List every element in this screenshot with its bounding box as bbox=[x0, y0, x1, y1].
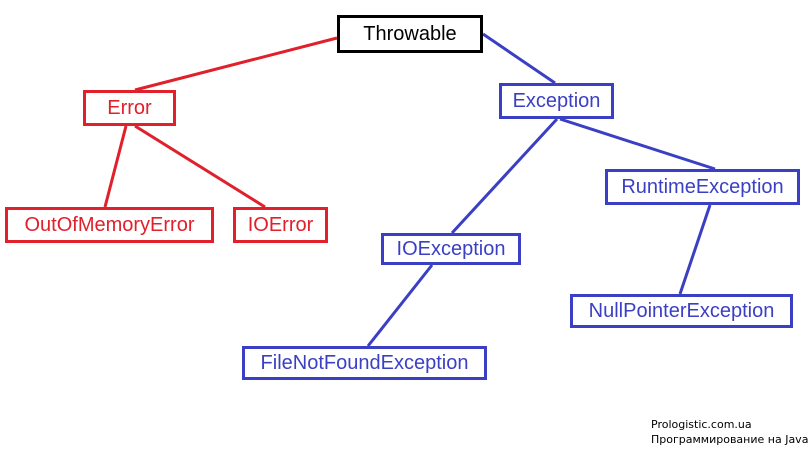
edge-exception-ioexception bbox=[450, 117, 559, 235]
node-exception: Exception bbox=[499, 83, 614, 119]
node-nullpointerexception: NullPointerException bbox=[570, 294, 793, 328]
node-filenotfoundexception-label: FileNotFoundException bbox=[260, 352, 469, 374]
node-throwable: Throwable bbox=[337, 15, 483, 53]
watermark-site: Prologistic.com.ua bbox=[651, 418, 752, 431]
node-ioexception-label: IOException bbox=[396, 238, 506, 260]
node-ioerror-label: IOError bbox=[247, 214, 314, 236]
edge-runtimeexception-nullpointerexception bbox=[678, 204, 712, 295]
node-runtimeexception-label: RuntimeException bbox=[621, 176, 784, 198]
node-ioexception: IOException bbox=[381, 233, 521, 265]
node-nullpointerexception-label: NullPointerException bbox=[588, 300, 775, 322]
edge-exception-runtimeexception bbox=[559, 117, 716, 171]
node-filenotfoundexception: FileNotFoundException bbox=[242, 346, 487, 380]
node-exception-label: Exception bbox=[512, 90, 601, 112]
node-outofmemoryerror: OutOfMemoryError bbox=[5, 207, 214, 243]
node-ioerror: IOError bbox=[233, 207, 328, 243]
watermark-subtitle: Программирование на Java bbox=[651, 433, 809, 446]
node-runtimeexception: RuntimeException bbox=[605, 169, 800, 205]
node-error-label: Error bbox=[107, 97, 152, 119]
edge-error-ioerror bbox=[134, 124, 266, 209]
edge-ioexception-filenotfoundexception bbox=[366, 264, 434, 347]
edge-throwable-error bbox=[134, 36, 338, 92]
node-error: Error bbox=[83, 90, 176, 126]
edge-throwable-exception bbox=[482, 32, 556, 85]
edge-error-outofmemoryerror bbox=[103, 125, 128, 208]
node-throwable-label: Throwable bbox=[363, 23, 457, 45]
node-outofmemoryerror-label: OutOfMemoryError bbox=[24, 214, 195, 236]
